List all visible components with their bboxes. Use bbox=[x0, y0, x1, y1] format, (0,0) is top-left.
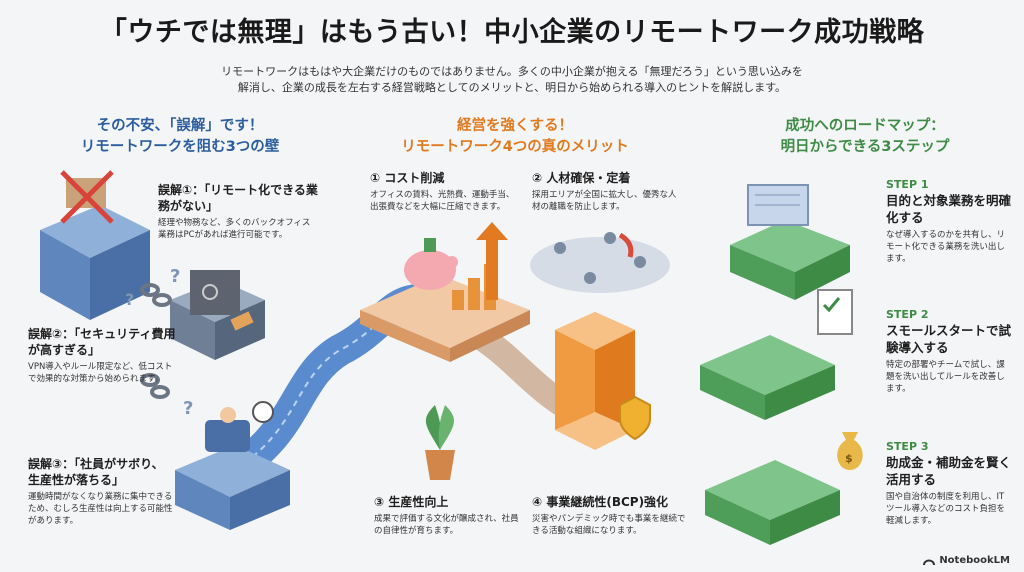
safe-icon bbox=[170, 270, 265, 360]
clipboard-icon bbox=[817, 289, 853, 335]
merit-cost-reduction: ① コスト削減 オフィスの賃料、光熱費、運動手当、出張費などを大幅に圧縮できます… bbox=[370, 171, 515, 212]
right-column-heading: 成功へのロードマップ： 明日からできる3ステップ bbox=[780, 118, 950, 155]
misconception-1: 誤解①：「リモート化できる業務がない」 経理や物務など、多くのバックオフィス業務… bbox=[158, 183, 318, 240]
stairs-icon bbox=[700, 220, 850, 545]
svg-text:?: ? bbox=[183, 398, 193, 419]
step-2: STEP 2 スモールスタートで試験導入する 特定の部署やチームで試し、課題を洗… bbox=[886, 308, 1012, 394]
page-title: 「ウチでは無理」はもう古い！中小企業のリモートワーク成功戦略 bbox=[99, 17, 925, 48]
building-icon bbox=[40, 170, 150, 320]
chain-icon bbox=[140, 283, 172, 399]
svg-text:?: ? bbox=[125, 290, 134, 309]
merit-bcp: ④ 事業継続性(BCP)強化 災害やパンデミック時でも事業を継続できる活動な組織… bbox=[532, 495, 686, 536]
notebooklm-logo-icon bbox=[923, 559, 936, 565]
step-3: STEP 3 助成金・補助金を賢く活用する 国や自治体の制度を利用し、ITツール… bbox=[886, 440, 1012, 526]
left-column-heading: その不安、「誤解」です！ リモートワークを阻む3つの壁 bbox=[80, 118, 280, 155]
piggy-bank-icon bbox=[404, 238, 458, 290]
step-1: STEP 1 目的と対象業務を明確化する なぜ導入するのかを共有し、リモート化で… bbox=[886, 178, 1012, 264]
shield-icon bbox=[619, 395, 651, 441]
misconception-3: 誤解③：「社員がサボり、生産性が落ちる」 運動時間がなくなり業務に集中できるため… bbox=[28, 457, 173, 526]
brand-badge: NotebookLM bbox=[923, 555, 1010, 566]
growth-arrow-icon bbox=[452, 222, 508, 310]
plant-icon bbox=[425, 405, 455, 480]
middle-column-heading: 経営を強くする！ リモートワーク4つの真のメリット bbox=[401, 118, 629, 155]
page-subtitle: リモートワークはもはや大企業だけのものではありません。多くの中小企業が抱える「無… bbox=[221, 65, 803, 94]
svg-text:?: ? bbox=[170, 266, 180, 287]
world-map-icon bbox=[530, 232, 670, 293]
svg-text:$: $ bbox=[845, 452, 853, 465]
money-bag-icon: $ bbox=[837, 432, 863, 470]
merit-productivity: ③ 生産性向上 成果で評価する文化が醸成され、社員の自律性が育ちます。 bbox=[374, 495, 519, 536]
merit-talent: ② 人材確保・定着 採用エリアが全国に拡大し、優秀な人材の離職を防止します。 bbox=[532, 171, 677, 212]
misconception-2: 誤解②：「セキュリティ費用が高すぎる」 VPN導入やルール限定など、低コストで効… bbox=[28, 327, 176, 384]
blueprint-icon bbox=[747, 184, 809, 226]
